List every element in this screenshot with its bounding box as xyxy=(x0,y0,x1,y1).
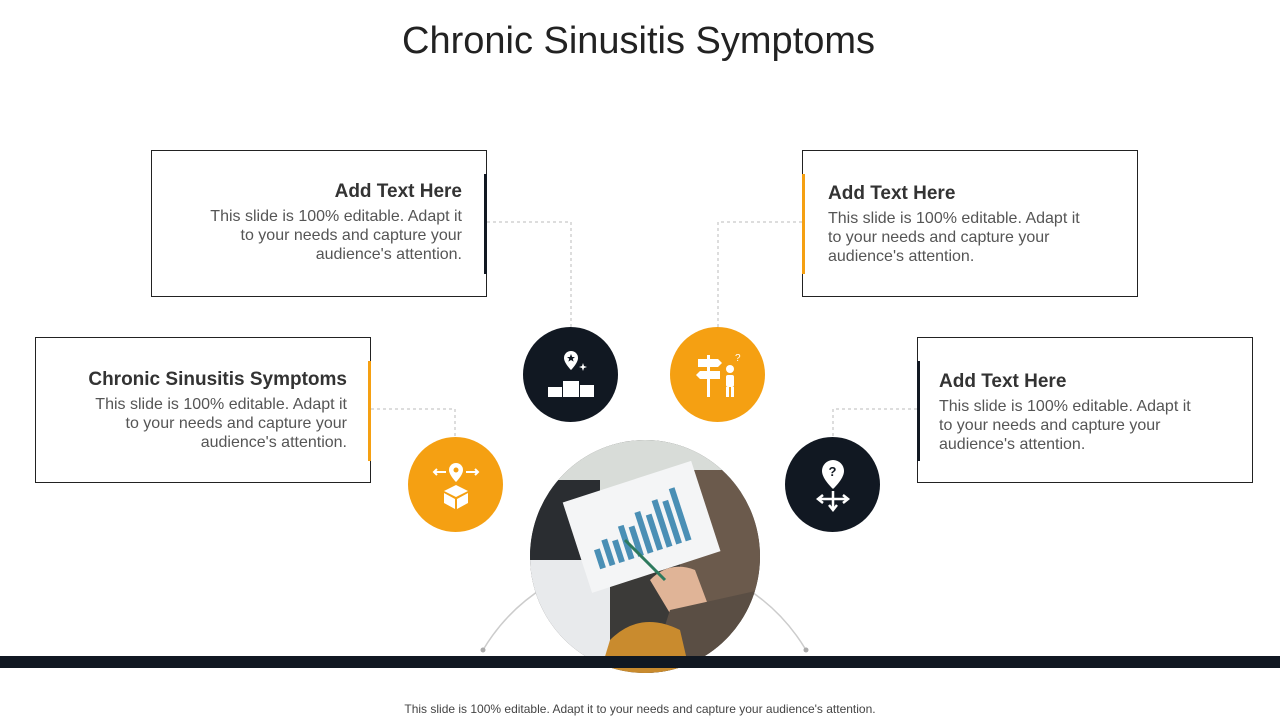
signpost-person-icon: ? xyxy=(670,327,765,422)
location-box-icon xyxy=(408,437,503,532)
page-title: Chronic Sinusitis Symptoms xyxy=(402,20,876,62)
card-heading: Chronic Sinusitis Symptoms xyxy=(88,369,347,390)
text-card-middle-right: Add Text Here This slide is 100% editabl… xyxy=(917,337,1253,483)
svg-text:?: ? xyxy=(828,464,836,479)
accent-bar xyxy=(484,174,487,274)
card-body: This slide is 100% editable. Adapt it to… xyxy=(95,396,347,451)
footer-note: This slide is 100% editable. Adapt it to… xyxy=(404,702,876,716)
business-analysis-photo xyxy=(530,440,760,673)
connector-mr xyxy=(832,408,917,437)
podium-location-icon xyxy=(523,327,618,422)
question-directions-icon: ? xyxy=(785,437,880,532)
svg-text:?: ? xyxy=(735,353,741,364)
accent-bar xyxy=(802,174,805,274)
card-body: This slide is 100% editable. Adapt it to… xyxy=(939,398,1191,453)
text-card-top-left: Add Text Here This slide is 100% editabl… xyxy=(151,150,487,297)
card-heading: Add Text Here xyxy=(334,181,462,202)
card-body: This slide is 100% editable. Adapt it to… xyxy=(210,208,462,263)
card-heading: Add Text Here xyxy=(828,183,956,204)
bottom-band xyxy=(0,656,1280,668)
connector-ml xyxy=(371,408,456,437)
text-card-top-right: Add Text Here This slide is 100% editabl… xyxy=(802,150,1138,297)
accent-bar xyxy=(917,361,920,461)
card-body: This slide is 100% editable. Adapt it to… xyxy=(828,210,1080,265)
arc-end-dot-right xyxy=(803,647,809,653)
connector-tr xyxy=(717,221,802,327)
text-card-middle-left: Chronic Sinusitis Symptoms This slide is… xyxy=(35,337,371,483)
arc-end-dot-left xyxy=(480,647,486,653)
accent-bar xyxy=(368,361,371,461)
connector-tl xyxy=(487,221,572,327)
card-heading: Add Text Here xyxy=(939,371,1067,392)
